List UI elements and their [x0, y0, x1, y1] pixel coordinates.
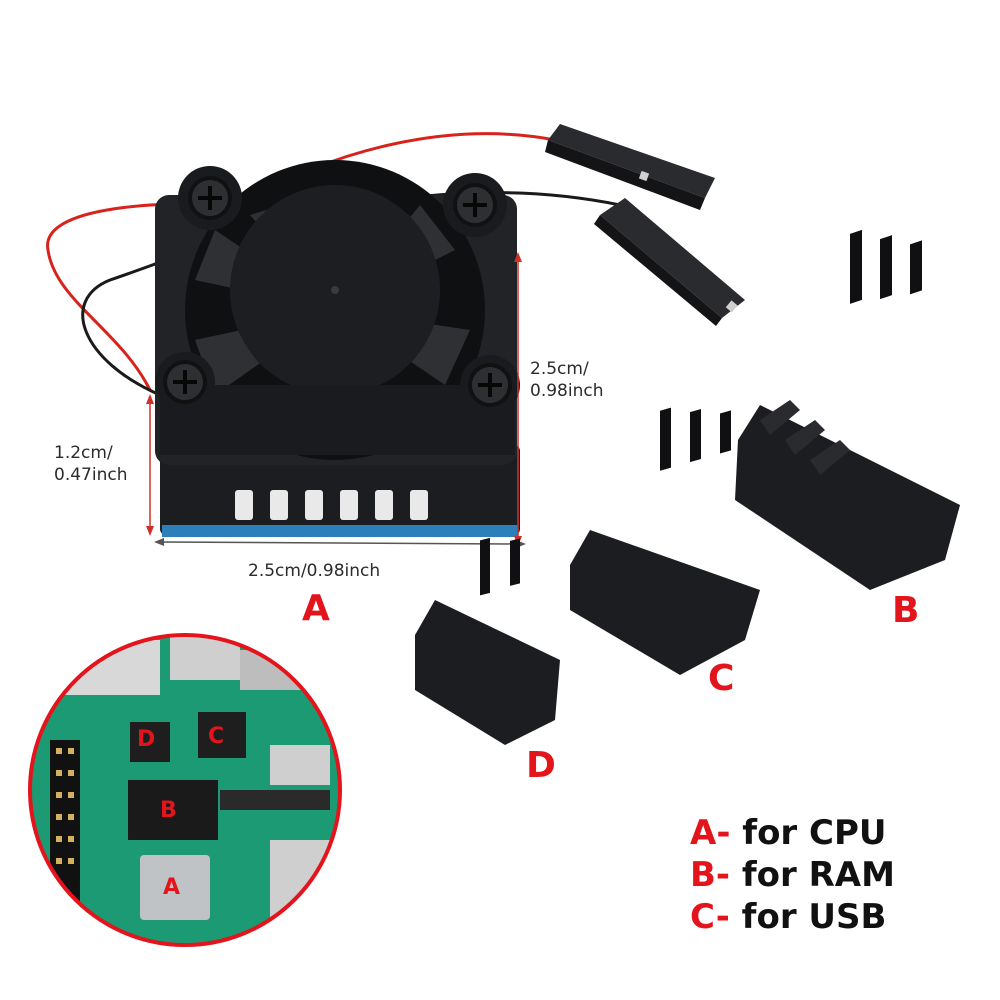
fan-height-label: 2.5cm/ 0.98inch: [530, 359, 604, 401]
part-label-c: C: [708, 658, 735, 699]
usage-legend: A- for CPU B- for RAM C- for USB: [690, 812, 895, 938]
board-label-a: A: [163, 875, 181, 900]
fan-heatsink-base: [160, 445, 520, 537]
part-label-b: B: [892, 590, 920, 631]
heatsink-height-label: 1.2cm/ 0.47inch: [54, 443, 128, 485]
legend-item-usb: C- for USB: [690, 897, 887, 937]
heatsink-d: [415, 537, 560, 745]
board-label-c: C: [208, 724, 225, 749]
legend-item-ram: B- for RAM: [690, 855, 895, 895]
fan-width-label: 2.5cm/0.98inch: [248, 561, 381, 581]
board-label-b: B: [160, 798, 177, 823]
board-circle-outline: [28, 633, 342, 947]
red-wire: [46, 202, 241, 391]
heatsink-c: [570, 407, 760, 675]
raspberry-pi-board: [30, 635, 340, 945]
connector-bottom: [594, 198, 745, 326]
legend-item-cpu: A- for CPU: [690, 813, 887, 853]
board-label-d: D: [137, 727, 156, 752]
part-label-a: A: [302, 588, 330, 629]
heatsink-b: [735, 229, 960, 590]
connector-top: [545, 124, 715, 210]
screw-heads: [163, 176, 512, 407]
part-label-d: D: [526, 745, 556, 786]
